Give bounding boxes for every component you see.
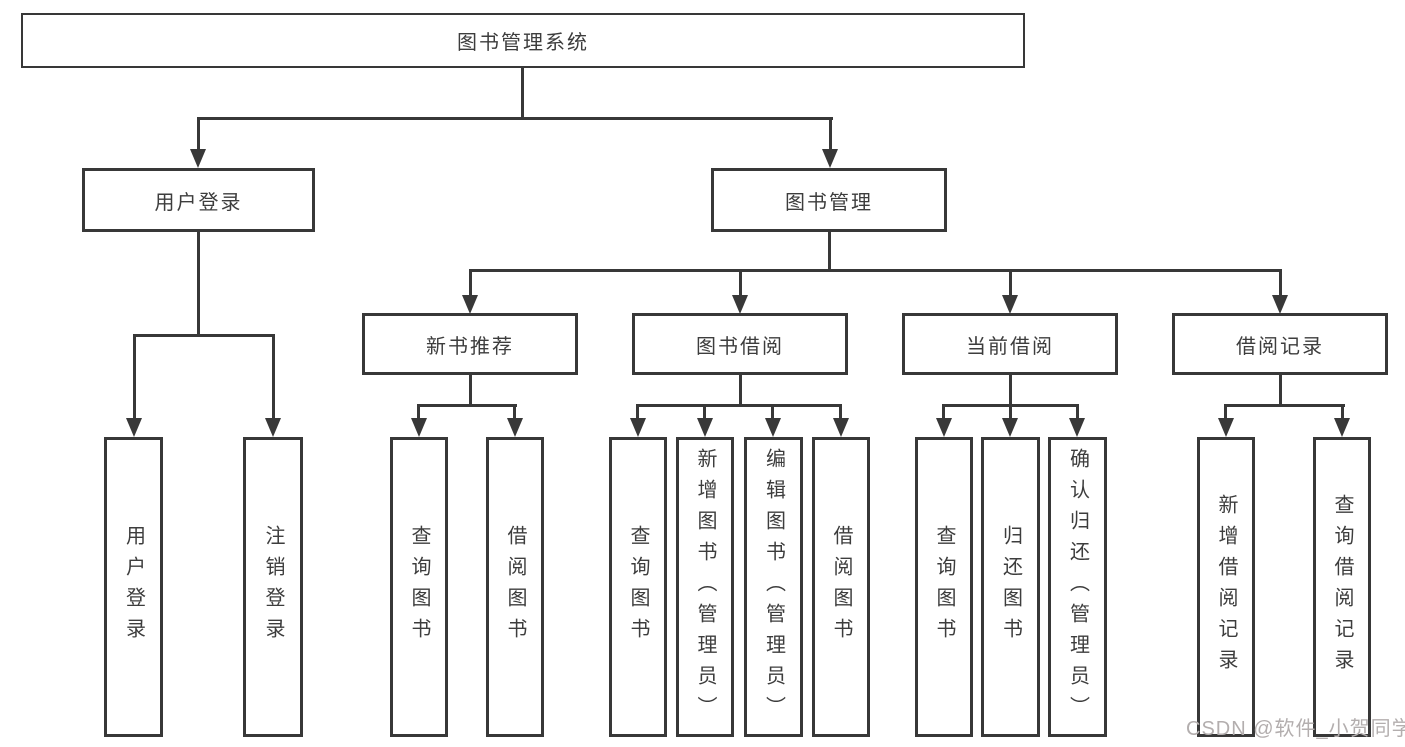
connector-line bbox=[1341, 404, 1344, 420]
leaf-label: 新增借阅记录 bbox=[1215, 494, 1237, 680]
connector-line bbox=[739, 375, 742, 407]
connector-line bbox=[636, 404, 639, 420]
connector-line bbox=[469, 375, 472, 407]
node-library-management-system: 图书管理系统 bbox=[21, 13, 1025, 68]
leaf-label: 查询图书 bbox=[933, 525, 955, 649]
connector-line bbox=[272, 334, 275, 419]
connector-line bbox=[469, 269, 1282, 272]
arrow-down-icon bbox=[190, 149, 206, 168]
leaf-edit-books-admin: 编辑图书（管理员） bbox=[744, 437, 803, 737]
arrow-down-icon bbox=[630, 418, 646, 437]
arrow-down-icon bbox=[1002, 418, 1018, 437]
connector-line bbox=[197, 232, 200, 335]
connector-line bbox=[469, 269, 472, 297]
leaf-logout: 注销登录 bbox=[243, 437, 303, 737]
node-label: 图书管理系统 bbox=[457, 32, 589, 54]
leaf-label: 新增图书（管理员） bbox=[694, 447, 716, 727]
csdn-watermark: CSDN @软件_小贺同学 bbox=[1186, 718, 1405, 740]
connector-line bbox=[417, 404, 420, 420]
node-book-borrowing: 图书借阅 bbox=[632, 313, 848, 375]
leaf-borrow-books-recommendation: 借阅图书 bbox=[486, 437, 544, 737]
node-label: 新书推荐 bbox=[426, 335, 514, 358]
arrow-down-icon bbox=[765, 418, 781, 437]
arrow-down-icon bbox=[507, 418, 523, 437]
connector-line bbox=[1009, 269, 1012, 297]
arrow-down-icon bbox=[1218, 418, 1234, 437]
node-book-management: 图书管理 bbox=[711, 168, 947, 232]
leaf-add-borrow-record: 新增借阅记录 bbox=[1197, 437, 1255, 737]
node-label: 图书管理 bbox=[785, 191, 873, 214]
connector-line bbox=[1279, 269, 1282, 297]
leaf-label: 查询借阅记录 bbox=[1331, 494, 1353, 680]
arrow-down-icon bbox=[936, 418, 952, 437]
connector-line bbox=[1009, 375, 1012, 407]
node-label: 用户登录 bbox=[154, 191, 243, 214]
leaf-label: 用户登录 bbox=[122, 525, 145, 649]
connector-line bbox=[828, 232, 831, 270]
leaf-query-borrow-record: 查询借阅记录 bbox=[1313, 437, 1371, 737]
leaf-label: 编辑图书（管理员） bbox=[762, 447, 785, 727]
node-user-login: 用户登录 bbox=[82, 168, 315, 232]
connector-line bbox=[417, 404, 517, 407]
leaf-query-books-recommendation: 查询图书 bbox=[390, 437, 448, 737]
arrow-down-icon bbox=[1272, 295, 1288, 314]
leaf-label: 注销登录 bbox=[262, 525, 284, 649]
arrow-down-icon bbox=[833, 418, 849, 437]
arrow-down-icon bbox=[1334, 418, 1350, 437]
connector-line bbox=[636, 404, 842, 407]
connector-line bbox=[771, 404, 774, 420]
leaf-borrow-books-borrowing: 借阅图书 bbox=[812, 437, 870, 737]
arrow-down-icon bbox=[822, 149, 838, 168]
leaf-confirm-return-admin: 确认归还（管理员） bbox=[1048, 437, 1107, 737]
connector-line bbox=[133, 334, 136, 419]
arrow-down-icon bbox=[1002, 295, 1018, 314]
arrow-down-icon bbox=[697, 418, 713, 437]
node-label: 当前借阅 bbox=[966, 335, 1054, 358]
connector-line bbox=[829, 117, 832, 151]
leaf-label: 查询图书 bbox=[408, 525, 430, 649]
leaf-label: 归还图书 bbox=[999, 525, 1022, 649]
node-borrowing-records: 借阅记录 bbox=[1172, 313, 1388, 375]
connector-line bbox=[1224, 404, 1227, 420]
connector-line bbox=[521, 68, 524, 118]
connector-line bbox=[133, 334, 275, 337]
leaf-return-books: 归还图书 bbox=[981, 437, 1040, 737]
leaf-user-login: 用户登录 bbox=[104, 437, 163, 737]
node-current-borrowing: 当前借阅 bbox=[902, 313, 1118, 375]
connector-line bbox=[1224, 404, 1345, 407]
leaf-label: 借阅图书 bbox=[504, 525, 526, 649]
connector-line bbox=[513, 404, 516, 420]
connector-line bbox=[839, 404, 842, 420]
leaf-label: 确认归还（管理员） bbox=[1066, 447, 1089, 727]
connector-line bbox=[703, 404, 706, 420]
node-new-book-recommendation: 新书推荐 bbox=[362, 313, 578, 375]
arrow-down-icon bbox=[462, 295, 478, 314]
connector-line bbox=[1009, 404, 1012, 420]
connector-line bbox=[197, 117, 833, 120]
connector-line bbox=[1279, 375, 1282, 407]
arrow-down-icon bbox=[126, 418, 142, 437]
arrow-down-icon bbox=[411, 418, 427, 437]
leaf-label: 查询图书 bbox=[627, 525, 649, 649]
leaf-query-books-borrowing: 查询图书 bbox=[609, 437, 667, 737]
connector-line bbox=[197, 117, 200, 151]
arrow-down-icon bbox=[1069, 418, 1085, 437]
connector-line bbox=[739, 269, 742, 297]
connector-line bbox=[1076, 404, 1079, 420]
leaf-query-books-current: 查询图书 bbox=[915, 437, 973, 737]
leaf-label: 借阅图书 bbox=[830, 525, 852, 649]
node-label: 图书借阅 bbox=[696, 335, 784, 358]
arrow-down-icon bbox=[732, 295, 748, 314]
node-label: 借阅记录 bbox=[1236, 335, 1324, 358]
connector-line bbox=[942, 404, 945, 420]
arrow-down-icon bbox=[265, 418, 281, 437]
leaf-add-books-admin: 新增图书（管理员） bbox=[676, 437, 734, 737]
